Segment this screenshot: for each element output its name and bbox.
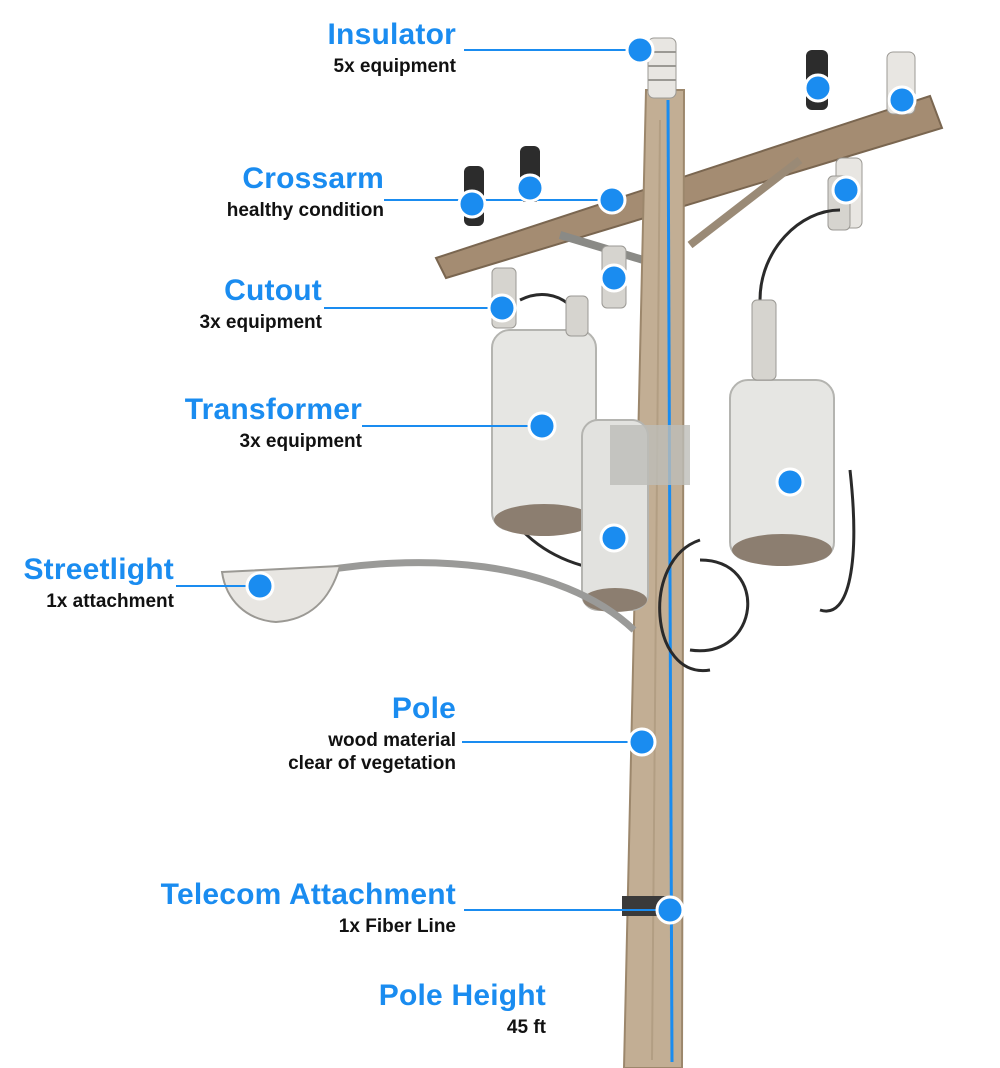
insulator-marker [803,73,833,103]
pole-height-value: 45 ft [506,1016,546,1038]
insulator-marker [515,173,545,203]
marker-dots [245,35,917,925]
streetlight-label: Streetlight 1x attachment [23,553,174,612]
crossarm-marker [597,185,627,215]
telecom-label: Telecom Attachment 1x Fiber Line [161,878,456,937]
insulator-marker [457,189,487,219]
transformer-right [729,299,835,566]
leader-lines [176,49,670,911]
crossarm-beam [434,94,944,280]
cutout-marker [487,293,517,323]
telecom-title: Telecom Attachment [160,878,456,911]
transformer-title: Transformer [184,393,362,426]
pole-height-label: Pole Height 45 ft [379,979,546,1038]
pole-height-title: Pole Height [378,979,546,1012]
streetlight-marker [245,571,275,601]
transformer-marker [527,411,557,441]
transformer-marker [775,467,805,497]
top-insulator [647,37,677,99]
insulator-subtitle: 5x equipment [333,55,456,77]
crossarm-brace-right [687,156,803,249]
insulator-marker [625,35,655,65]
streetlight-arm [299,559,637,633]
pole-marker [627,727,657,757]
transformer-bracket [610,425,690,485]
insulator-label: Insulator 5x equipment [328,18,456,77]
transformer-marker [599,523,629,553]
streetlight-title: Streetlight [23,553,174,586]
cutout-marker [831,175,861,205]
crossarm-title: Crossarm [242,162,384,195]
crossarm-subtitle: healthy condition [226,199,384,221]
crossarm-label: Crossarm healthy condition [227,162,384,221]
transformer-label: Transformer 3x equipment [185,393,362,452]
transformer-subtitle: 3x equipment [239,430,362,452]
insulator-marker [887,85,917,115]
streetlight-head [220,564,342,624]
cutout-title: Cutout [224,274,322,307]
telecom-subtitle: 1x Fiber Line [338,915,456,937]
cutout-label: Cutout 3x equipment [200,274,322,333]
pole-subtitle-vegetation: clear of vegetation [288,753,456,775]
telecom-marker [655,895,685,925]
pole-title: Pole [391,692,456,725]
cutout-marker [599,263,629,293]
insulator-title: Insulator [327,18,456,51]
cutout-subtitle: 3x equipment [199,311,322,333]
pole-label: Pole wood material clear of vegetation [288,692,456,775]
streetlight-subtitle: 1x attachment [46,590,174,612]
pole-subtitle-material: wood material [328,729,456,751]
